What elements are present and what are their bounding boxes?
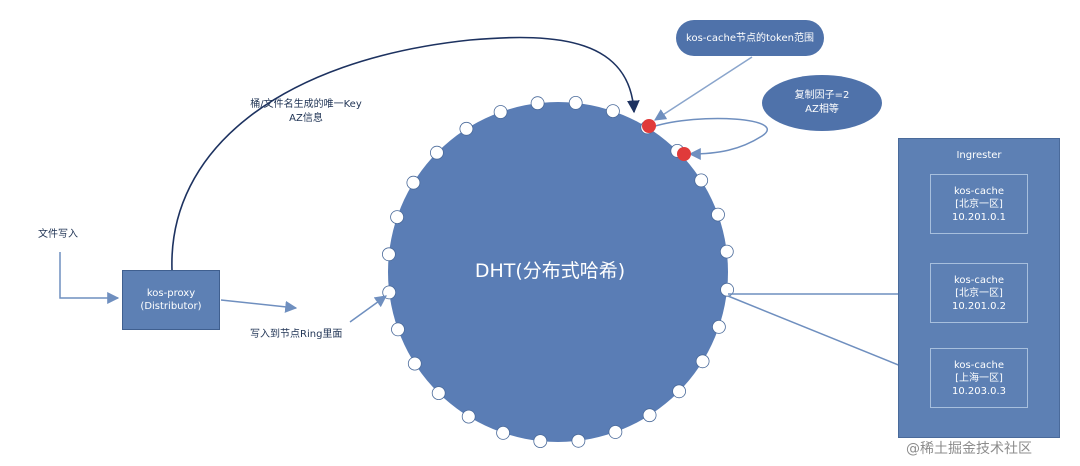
file-write-arrow <box>59 252 120 304</box>
kos-cache-node-3: kos-cache [上海一区] 10.203.0.3 <box>930 348 1028 408</box>
ring-node <box>496 425 511 440</box>
bucket-key-label-line2: AZ信息 <box>289 113 323 124</box>
ring-node <box>568 96 583 110</box>
ring-node <box>672 384 686 399</box>
dht-title: DHT(分布式哈希) <box>474 260 626 282</box>
ring-node <box>571 433 586 448</box>
ring-node <box>406 175 421 190</box>
write-ring-label: 写入到节点Ring里面 <box>250 329 343 340</box>
ring-node <box>606 104 620 118</box>
proxy-to-ring-arrow <box>220 299 298 313</box>
write-ring-arrow <box>349 295 387 323</box>
ring-node <box>712 319 726 334</box>
ring-node <box>711 207 725 222</box>
cache-node-zone: [北京一区] <box>955 287 1003 299</box>
kos-cache-node-1: kos-cache [北京一区] 10.201.0.1 <box>930 174 1028 234</box>
cache-node-zone: [上海一区] <box>955 372 1003 384</box>
token-range-callout <box>676 20 824 56</box>
key-az-arrow <box>171 36 640 271</box>
replication-callout <box>762 75 882 131</box>
ring-node <box>493 105 508 119</box>
ring-node <box>719 244 734 259</box>
ring-node <box>642 408 657 423</box>
cache-node-name: kos-cache <box>954 359 1004 371</box>
ring-node <box>381 247 396 262</box>
file-write-label: 文件写入 <box>38 229 78 240</box>
cache-node-name: kos-cache <box>954 185 1004 197</box>
ingester-title: Ingrester <box>956 150 1002 161</box>
cache-node-name: kos-cache <box>954 274 1004 286</box>
cache-node-zone: [北京一区] <box>955 198 1003 210</box>
ring-node <box>407 356 422 371</box>
replication-text-line2: AZ相等 <box>805 104 839 115</box>
ring-node <box>530 96 545 111</box>
proxy-name: kos-proxy <box>146 288 196 299</box>
watermark: @稀土掘金技术社区 <box>906 441 1032 457</box>
ring-node <box>459 121 474 136</box>
dht-ring <box>388 102 728 442</box>
replication-loop-arrow <box>651 117 768 160</box>
ring-node <box>695 354 710 369</box>
kos-proxy-box: kos-proxy (Distributor) <box>122 270 220 330</box>
ring-node <box>431 386 446 401</box>
ring-node <box>429 145 444 160</box>
replication-text-line1: 复制因子=2 <box>794 90 850 101</box>
ring-node <box>720 282 734 297</box>
ring-to-ingester-arrow-2 <box>727 295 930 379</box>
cache-node-ip: 10.201.0.2 <box>951 300 1007 312</box>
proxy-role: (Distributor) <box>140 301 202 312</box>
replica-node-secondary <box>677 147 691 161</box>
cache-node-ip: 10.201.0.1 <box>951 211 1007 223</box>
token-range-pointer <box>653 56 753 121</box>
ring-node <box>533 434 548 449</box>
ring-node <box>391 322 405 337</box>
token-range-text: kos-cache节点的token范围 <box>686 33 814 44</box>
ring-node <box>461 409 476 424</box>
ring-node <box>390 210 405 225</box>
kos-cache-node-2: kos-cache [北京一区] 10.201.0.2 <box>930 263 1028 323</box>
bucket-key-label-line1: 桶/文件名生成的唯一Key <box>250 99 362 110</box>
ring-node <box>694 173 709 188</box>
ring-node <box>608 425 623 439</box>
replica-node-primary <box>642 119 656 133</box>
cache-node-ip: 10.203.0.3 <box>951 385 1007 397</box>
